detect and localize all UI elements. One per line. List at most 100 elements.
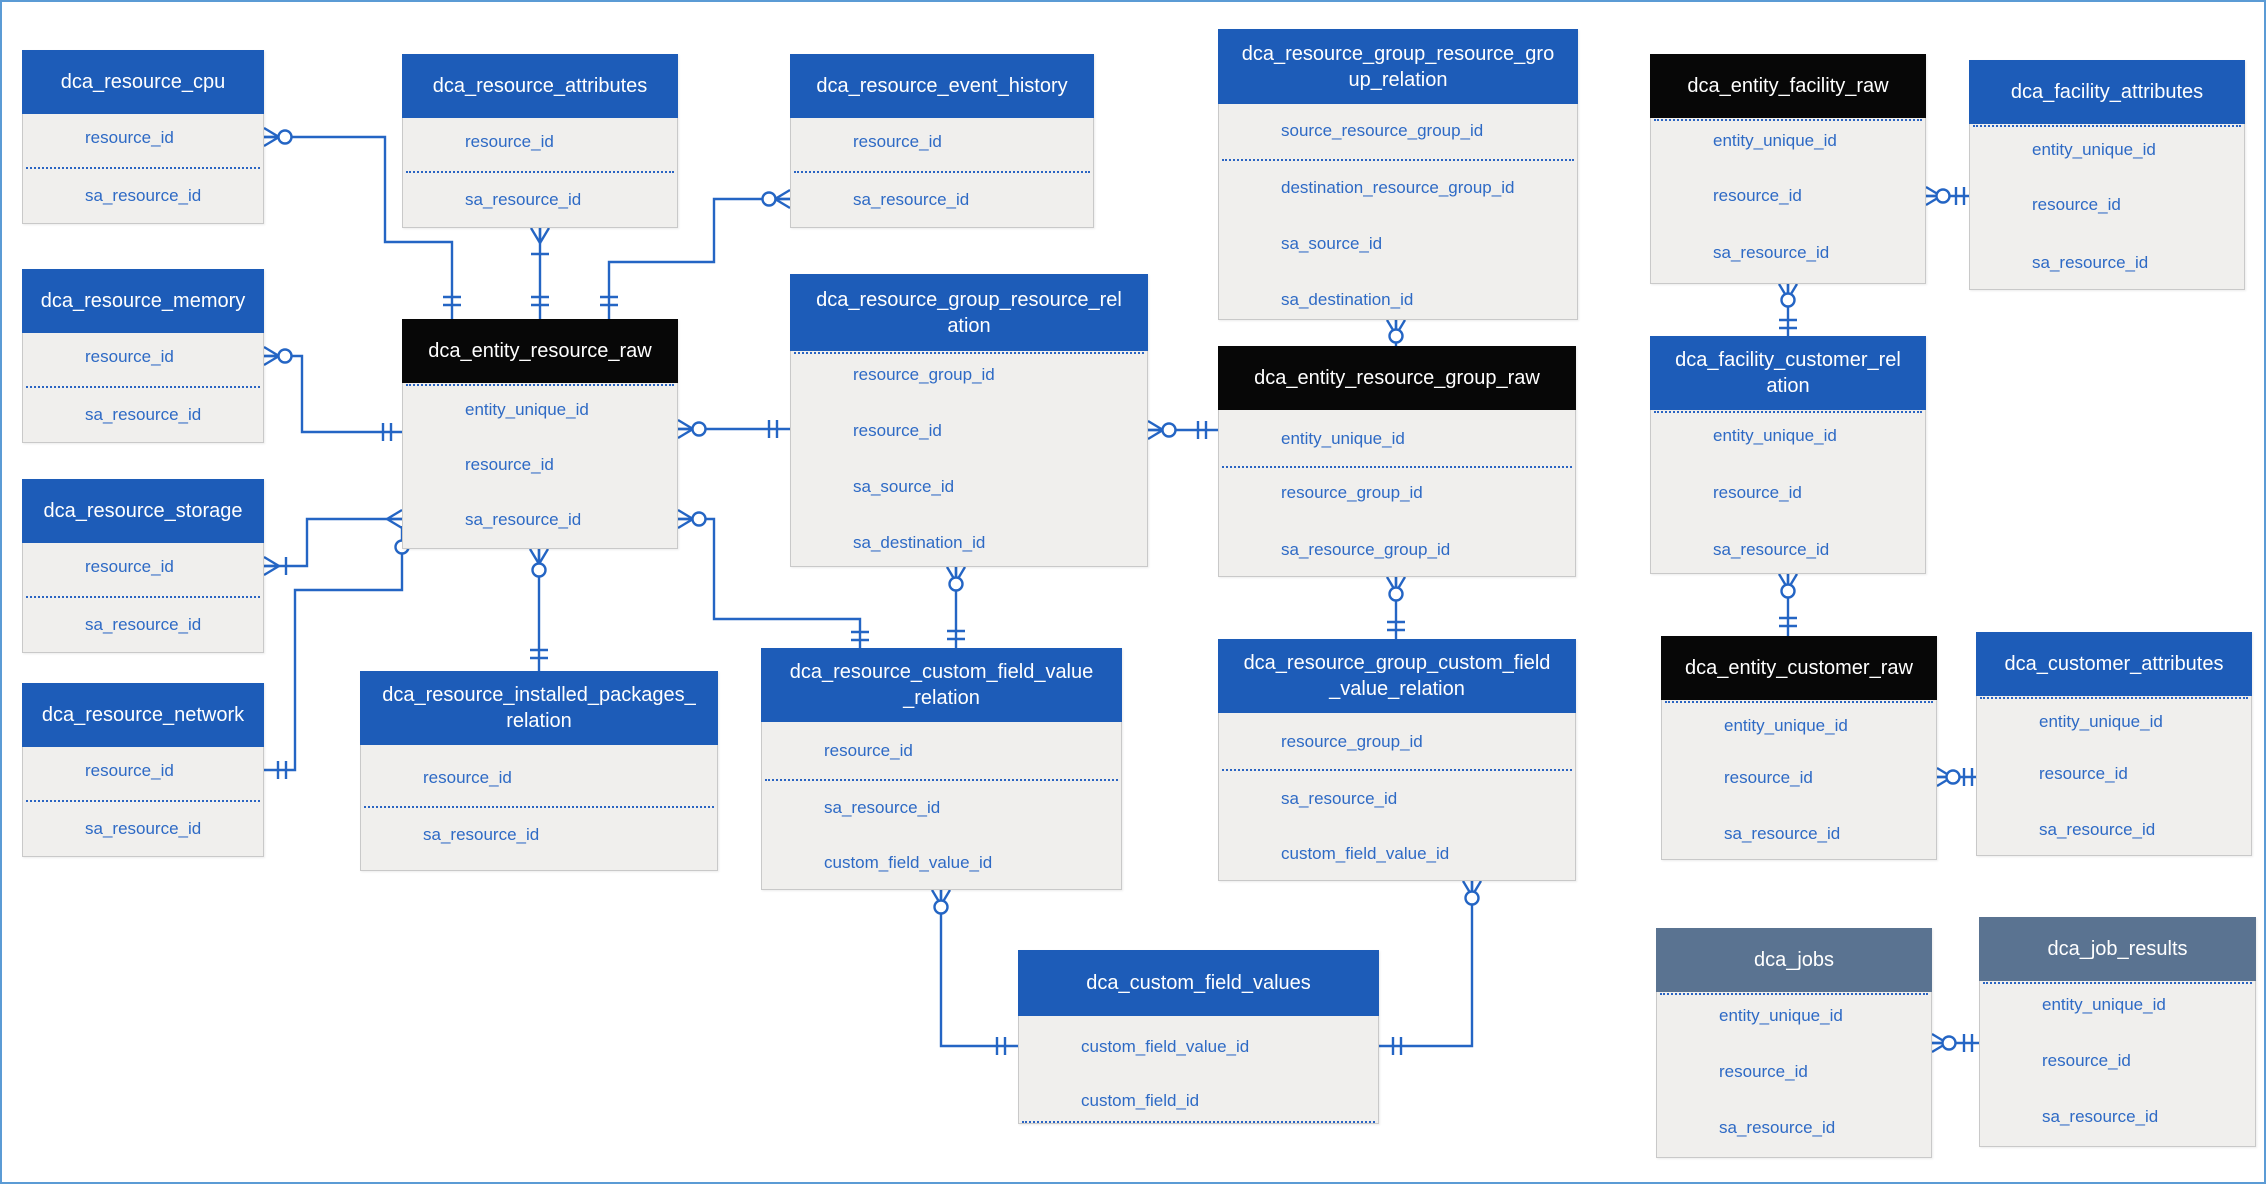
table-dca_resource_installed_packages_relation[interactable]: dca_resource_installed_packages_relation… [360, 671, 718, 871]
double-bar-marker [767, 420, 779, 438]
connector-entity_resource_raw-to-installed_packages[interactable] [528, 548, 550, 671]
connector-group_custom_field_value_relation-to-custom_field_values[interactable] [1379, 880, 1483, 1055]
table-header[interactable]: dca_entity_facility_raw [1650, 54, 1926, 118]
table-header[interactable]: dca_resource_memory [22, 269, 264, 333]
field-resource_id: resource_id [853, 132, 942, 151]
connector-entity_resource_raw-to-custom_field_value_relation[interactable] [677, 508, 869, 648]
field-resource_id: resource_id [423, 768, 512, 787]
optional-circle-marker [1935, 188, 1951, 204]
field-separator [1654, 411, 1922, 413]
connector-line[interactable] [264, 354, 402, 434]
table-header[interactable]: dca_resource_event_history [790, 54, 1094, 118]
connector-group_resource_relation-to-custom_field_value_relation[interactable] [945, 566, 967, 648]
connector-group_group_relation-to-entity_resource_group_raw[interactable] [1385, 319, 1407, 346]
connector-line[interactable] [264, 135, 454, 319]
field-separator [765, 779, 1118, 781]
field-separator [26, 167, 260, 169]
connector-entity_facility_raw-to-facility_customer_relation[interactable] [1777, 283, 1799, 336]
connector-cpu-to-entity_resource_raw[interactable] [263, 126, 461, 319]
field-entity_unique_id: entity_unique_id [1719, 1006, 1843, 1025]
table-header[interactable]: dca_resource_custom_field_value_relation [761, 648, 1122, 722]
field-sa_resource_id: sa_resource_id [824, 798, 941, 817]
connector-entity_resource_raw-to-group_resource_relation[interactable] [677, 418, 790, 440]
field-sa_resource_group_id: sa_resource_group_id [1281, 540, 1451, 559]
field-separator [26, 386, 260, 388]
connector-line[interactable] [264, 517, 402, 568]
table-header[interactable]: dca_entity_customer_raw [1661, 636, 1937, 700]
table-title: dca_entity_resource_raw [428, 340, 652, 362]
table-dca_resource_custom_field_value_relation[interactable]: dca_resource_custom_field_value_relation… [761, 648, 1122, 890]
table-header[interactable]: dca_entity_resource_group_raw [1218, 346, 1576, 410]
table-header[interactable]: dca_custom_field_values [1018, 950, 1379, 1016]
connector-storage-to-entity_resource_raw[interactable] [263, 508, 403, 577]
connector-group_resource_relation-to-entity_resource_group_raw[interactable] [1147, 419, 1218, 441]
double-bar-marker [1391, 1037, 1403, 1055]
crow-foot-marker [529, 227, 551, 244]
table-header[interactable]: dca_resource_network [22, 683, 264, 747]
field-separator [364, 806, 714, 808]
table-header[interactable]: dca_customer_attributes [1976, 632, 2252, 696]
table-header[interactable]: dca_resource_installed_packages_relation [360, 671, 718, 745]
field-sa_resource_id: sa_resource_id [423, 825, 540, 844]
table-header[interactable]: dca_resource_cpu [22, 50, 264, 114]
connector-jobs-to-job_results[interactable] [1931, 1032, 1979, 1054]
connector-event_history-to-entity_resource_raw[interactable] [600, 188, 791, 319]
optional-circle-marker [948, 576, 964, 592]
connector-line[interactable] [264, 526, 404, 772]
field-separator [1983, 982, 2252, 984]
table-title: dca_entity_facility_raw [1687, 75, 1889, 97]
connector-line[interactable] [939, 890, 1018, 1048]
field-sa_resource_id: sa_resource_id [465, 190, 582, 209]
table-header[interactable]: dca_jobs [1656, 928, 1932, 992]
table-dca_resource_group_custom_field_value_relation[interactable]: dca_resource_group_custom_field_value_re… [1218, 639, 1576, 881]
field-sa_resource_id: sa_resource_id [85, 615, 202, 634]
table-header[interactable]: dca_resource_attributes [402, 54, 678, 118]
connector-memory-to-entity_resource_raw[interactable] [263, 345, 402, 441]
table-header[interactable]: dca_resource_storage [22, 479, 264, 543]
connector-facility_customer_relation-to-entity_customer_raw[interactable] [1777, 573, 1799, 636]
field-entity_unique_id: entity_unique_id [1713, 131, 1837, 150]
table-header[interactable]: dca_job_results [1979, 917, 2256, 981]
connector-custom_field_value_relation-to-custom_field_values[interactable] [930, 889, 1018, 1055]
connector-entity_resource_group_raw-to-group_custom_field_value_relation[interactable] [1385, 576, 1407, 639]
connector-line[interactable] [607, 197, 790, 319]
field-sa_resource_id: sa_resource_id [1281, 789, 1398, 808]
table-header[interactable]: dca_resource_group_custom_field_value_re… [1218, 639, 1576, 713]
optional-circle-marker [1388, 586, 1404, 602]
field-sa_source_id: sa_source_id [1281, 234, 1383, 253]
connector-entity_facility_raw-to-facility_attributes[interactable] [1925, 185, 1969, 207]
field-sa_resource_id: sa_resource_id [2042, 1107, 2159, 1126]
crow-foot-marker [677, 418, 694, 440]
field-custom_field_id: custom_field_id [1081, 1091, 1200, 1110]
field-entity_unique_id: entity_unique_id [465, 400, 589, 419]
optional-circle-marker [1780, 292, 1796, 308]
table-header[interactable]: dca_entity_resource_raw [402, 319, 678, 383]
connector-attributes-to-entity_resource_raw[interactable] [529, 227, 551, 319]
field-separator [1980, 697, 2248, 699]
table-header[interactable]: dca_facility_attributes [1969, 60, 2245, 124]
connector-entity_customer_raw-to-customer_attributes[interactable] [1936, 766, 1976, 788]
field-sa_resource_id: sa_resource_id [2039, 820, 2156, 839]
connector-line[interactable] [1379, 881, 1474, 1048]
